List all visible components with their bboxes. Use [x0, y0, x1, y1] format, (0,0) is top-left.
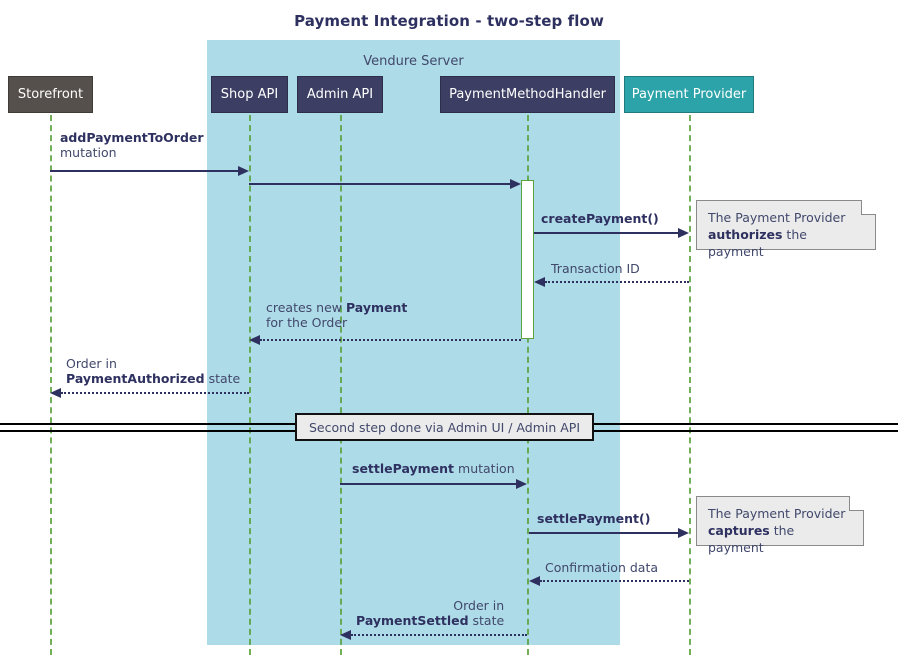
message-label-transaction-id: Transaction ID [551, 261, 640, 276]
participant-label: Storefront [17, 87, 84, 102]
divider-label-box: Second step done via Admin UI / Admin AP… [295, 413, 594, 441]
message-label-text: Order in [453, 598, 505, 613]
message-label-bold: PaymentSettled [356, 613, 469, 628]
message-label-text: createPayment() [541, 211, 659, 226]
arrowhead-left [529, 576, 540, 586]
arrowhead-left [249, 335, 260, 345]
note-line-2: authorizes the payment [708, 226, 863, 260]
participant-paymentmethodhandler[interactable]: PaymentMethodHandler [440, 76, 615, 113]
message-arrow-transaction-id [545, 281, 689, 283]
message-label-text: state [468, 613, 505, 628]
message-label-order-payment-authorized: Order in PaymentAuthorized state [66, 356, 240, 386]
note-fold-corner [849, 496, 864, 511]
message-label-text: Order in [66, 356, 117, 371]
message-arrow-order-payment-settled [351, 634, 527, 636]
message-label-settle-payment-mutation: settlePayment mutation [352, 461, 515, 476]
message-label-text: for the Order [266, 315, 348, 330]
note-line-2-rest: the payment [708, 227, 807, 259]
message-label-bold: PaymentAuthorized [66, 371, 205, 386]
participant-payment-provider[interactable]: Payment Provider [624, 76, 754, 113]
message-label-text: state [204, 371, 241, 386]
note-fold-corner [861, 200, 876, 215]
message-label-text: settlePayment() [537, 511, 651, 526]
message-label-create-payment: createPayment() [541, 211, 659, 226]
arrowhead-left [50, 388, 61, 398]
message-arrow-creates-new-payment [260, 339, 521, 341]
message-label-text: creates new [266, 300, 346, 315]
page-title: Payment Integration - two-step flow [294, 12, 604, 30]
arrowhead-right [510, 179, 521, 189]
note-line-2-bold: captures [708, 523, 770, 538]
message-arrow-create-payment [534, 232, 678, 234]
message-arrow-settle-payment-call [529, 532, 678, 534]
participant-label: PaymentMethodHandler [449, 87, 606, 102]
note-line-2: captures the payment [708, 522, 851, 556]
lifeline-storefront [50, 115, 52, 655]
message-label-bold: Payment [345, 300, 408, 315]
message-arrow-order-payment-authorized [61, 392, 249, 394]
lifeline-paymentmethodhandler [527, 115, 529, 655]
participant-label: Shop API [220, 87, 279, 102]
arrowhead-right [238, 166, 249, 176]
divider-label-text: Second step done via Admin UI / Admin AP… [308, 419, 581, 435]
arrowhead-right [678, 528, 689, 538]
participant-label: Admin API [306, 87, 374, 102]
note-line-2-rest: the payment [708, 523, 795, 555]
participant-shop-api[interactable]: Shop API [211, 76, 288, 113]
message-label-confirmation-data: Confirmation data [545, 560, 658, 575]
activation-bar-paymentmethodhandler [521, 180, 534, 339]
arrowhead-left [340, 630, 351, 640]
message-label-text: Transaction ID [551, 261, 640, 276]
message-label-text: Confirmation data [545, 560, 659, 575]
lifeline-admin-api [340, 115, 342, 655]
participant-admin-api[interactable]: Admin API [297, 76, 383, 113]
message-label-text: mutation [454, 461, 515, 476]
message-label-bold: settlePayment [352, 461, 455, 476]
message-arrow-shopapi-to-handler [249, 183, 510, 185]
message-label-settle-payment-call: settlePayment() [537, 511, 650, 526]
arrowhead-left [534, 277, 545, 287]
note-line-1: The Payment Provider [708, 210, 846, 225]
note-provider-captures: The Payment Provider captures the paymen… [696, 496, 864, 555]
note-line-1: The Payment Provider [708, 506, 846, 521]
group-label: Vendure Server [363, 54, 464, 69]
message-label-text: addPaymentToOrder [60, 130, 204, 145]
message-arrow-settle-payment-mutation [340, 483, 516, 485]
message-label-creates-new-payment: creates new Payment for the Order [266, 300, 407, 330]
group-box-vendure-server: Vendure Server [207, 40, 620, 645]
message-label-order-payment-settled: Order in PaymentSettled state [356, 598, 504, 628]
note-provider-authorizes: The Payment Provider authorizes the paym… [696, 200, 876, 259]
message-label-add-payment-to-order: addPaymentToOrder mutation [60, 130, 204, 160]
participant-storefront[interactable]: Storefront [8, 76, 93, 113]
message-arrow-add-payment-to-order [50, 170, 238, 172]
arrowhead-right [516, 479, 527, 489]
message-label-text: mutation [60, 145, 117, 160]
lifeline-shop-api [249, 115, 251, 655]
lifeline-payment-provider [689, 115, 691, 655]
note-line-2-bold: authorizes [708, 227, 783, 242]
participant-label: Payment Provider [631, 87, 747, 102]
arrowhead-right [678, 228, 689, 238]
message-arrow-confirmation-data [540, 580, 689, 582]
